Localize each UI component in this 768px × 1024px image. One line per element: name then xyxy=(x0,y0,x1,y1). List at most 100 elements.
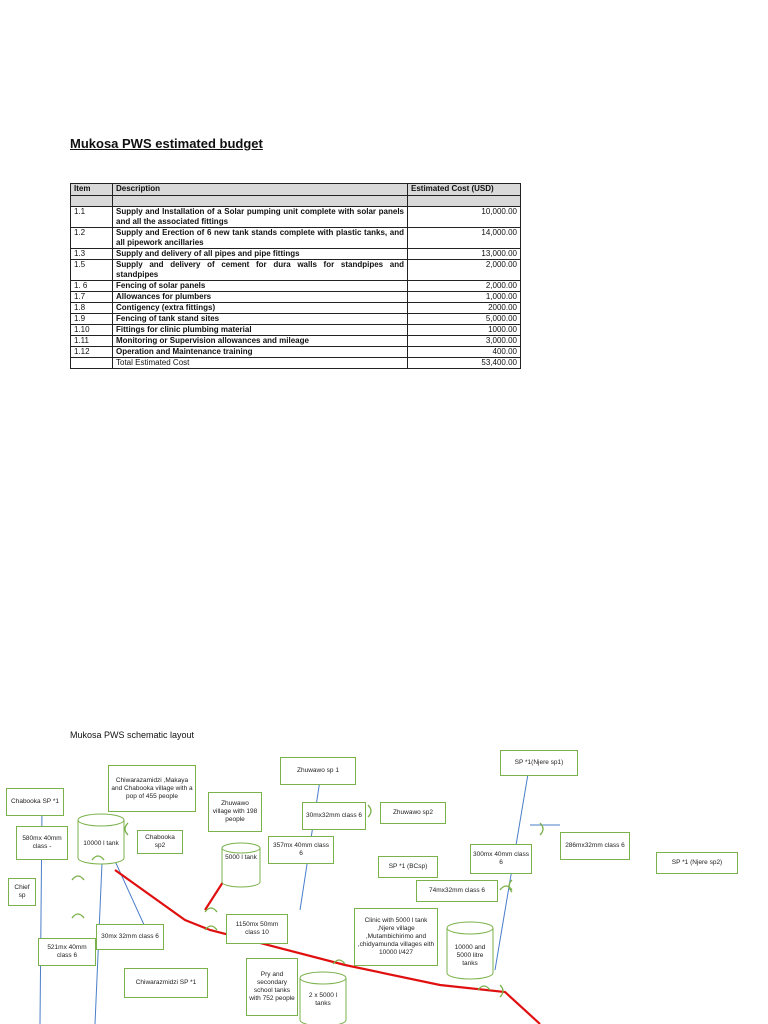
cell-item: 1.11 xyxy=(70,335,113,347)
cell-cost: 400.00 xyxy=(407,346,521,358)
box-chabooka-sp1: Chabooka SP *1 xyxy=(6,788,64,816)
table-header-row: Item Description Estimated Cost (USD) xyxy=(70,183,521,196)
cell-cost: 5,000.00 xyxy=(407,313,521,325)
box-pipe-521m: 521mx 40mm class 6 xyxy=(38,938,96,966)
valve-icon xyxy=(204,907,218,913)
cell-item: 1.5 xyxy=(70,259,113,281)
tanks xyxy=(77,813,494,1024)
cell-description: Supply and Erection of 6 new tank stands… xyxy=(112,227,408,249)
box-chiwarazamidzi-village: Chiwarazamidzi ,Makaya and Chabooka vill… xyxy=(108,765,196,812)
tank-label-5000: 5000 l tank xyxy=(225,854,257,861)
cell-description: Supply and delivery of cement for dura w… xyxy=(112,259,408,281)
valve-icon xyxy=(124,822,129,836)
valve-icon xyxy=(71,875,85,881)
box-clinic: Clinic with 5000 l tank ,Njere village ,… xyxy=(354,908,438,966)
budget-table: Item Description Estimated Cost (USD) 1.… xyxy=(70,183,521,369)
tank-label-10000-5000: 10000 and 5000 litre tanks xyxy=(454,944,486,967)
schematic-diagram xyxy=(39,761,560,1024)
cell-cost: 1,000.00 xyxy=(407,291,521,303)
valve-icon xyxy=(204,925,218,931)
cell-description: Fencing of solar panels xyxy=(112,280,408,292)
cell-cost: 1000.00 xyxy=(407,324,521,336)
cell-item: 1.8 xyxy=(70,302,113,314)
valve-icon xyxy=(367,804,372,818)
box-zhuwawo-sp2: Zhuwawo sp2 xyxy=(380,802,446,824)
box-pipe-30m-32mm: 30mx 32mm class 6 xyxy=(96,924,164,950)
cell-description: Allowances for plumbers xyxy=(112,291,408,303)
total-label: Total Estimated Cost xyxy=(112,357,408,369)
table-blank-row xyxy=(70,195,521,207)
box-sp1-bcsp: SP *1 (BCsp) xyxy=(378,856,438,878)
cell-item: 1.3 xyxy=(70,248,113,260)
box-pipe-580m: 580mx 40mm class - xyxy=(16,826,68,860)
tank-2x5000 xyxy=(299,971,347,1024)
tank-label-10000: 10000 l tank xyxy=(83,840,119,847)
box-pipe-30m-32mm-b: 30mx32mm class 6 xyxy=(302,802,366,830)
cell-description: Fittings for clinic plumbing material xyxy=(112,324,408,336)
box-chiwarazmidzi-sp: Chiwarazmidzi SP *1 xyxy=(124,968,208,998)
box-sp1-njere2: SP *1 (Njere sp2) xyxy=(656,852,738,874)
total-value: 53,400.00 xyxy=(407,357,521,369)
valve-icon xyxy=(71,913,85,919)
cell-item-empty xyxy=(70,357,113,369)
box-pipe-300m: 300mx 40mm class 6 xyxy=(470,844,532,874)
valve-icon xyxy=(477,985,491,991)
header-description: Description xyxy=(112,183,408,196)
cell-cost: 10,000.00 xyxy=(407,206,521,228)
tank-10000-5000 xyxy=(446,921,494,980)
document-title: Mukosa PWS estimated budget xyxy=(70,136,263,151)
header-cost: Estimated Cost (USD) xyxy=(407,183,521,196)
cell-item: 1.1 xyxy=(70,206,113,228)
box-chabooka-sp2: Chabooka sp2 xyxy=(137,830,183,854)
box-pipe-74m: 74mx32mm class 6 xyxy=(416,880,498,902)
valve-icon xyxy=(539,822,544,836)
valve-icon xyxy=(332,959,346,965)
box-pipe-1150m: 1150mx 50mm class 10 xyxy=(226,914,288,944)
valve-icon xyxy=(91,855,105,861)
cell-description: Contigency (extra fittings) xyxy=(112,302,408,314)
cell-description: Monitoring or Supervision allowances and… xyxy=(112,335,408,347)
cell-item: 1.7 xyxy=(70,291,113,303)
cell-cost: 3,000.00 xyxy=(407,335,521,347)
cell-cost: 2,000.00 xyxy=(407,259,521,281)
cell-item: 1.9 xyxy=(70,313,113,325)
header-item: Item xyxy=(70,183,113,196)
cell-cost: 13,000.00 xyxy=(407,248,521,260)
box-sp1-njere1: SP *1(Njere sp1) xyxy=(500,750,578,776)
tank-5000 xyxy=(221,842,261,888)
cell-item: 1.10 xyxy=(70,324,113,336)
cell-item: 1.12 xyxy=(70,346,113,358)
cell-item: 1.2 xyxy=(70,227,113,249)
cell-cost: 2,000.00 xyxy=(407,280,521,292)
box-zhuwawo-village: Zhuwawo village with 198 people xyxy=(208,792,262,832)
box-pry-school: Pry and secondary school tanks with 752 … xyxy=(246,958,298,1016)
schematic-title: Mukosa PWS schematic layout xyxy=(70,730,195,740)
valve-icon xyxy=(499,885,513,891)
cell-item: 1. 6 xyxy=(70,280,113,292)
box-zhuwawo-sp1: Zhuwawo sp 1 xyxy=(280,757,356,785)
cell-description: Supply and delivery of all pipes and pip… xyxy=(112,248,408,260)
valve-icon xyxy=(499,984,504,998)
tank-10000 xyxy=(77,813,125,865)
cell-description: Operation and Maintenance training xyxy=(112,346,408,358)
tank-label-2x5000: 2 x 5000 l tanks xyxy=(308,992,338,1007)
box-chief-sp: Chief sp xyxy=(8,878,36,906)
cell-cost: 14,000.00 xyxy=(407,227,521,249)
cell-description: Fencing of tank stand sites xyxy=(112,313,408,325)
box-pipe-357m: 357mx 40mm class 6 xyxy=(268,836,334,864)
box-pipe-286m: 286mx32mm class 6 xyxy=(560,832,630,860)
cell-cost: 2000.00 xyxy=(407,302,521,314)
valve-icon xyxy=(508,879,513,893)
